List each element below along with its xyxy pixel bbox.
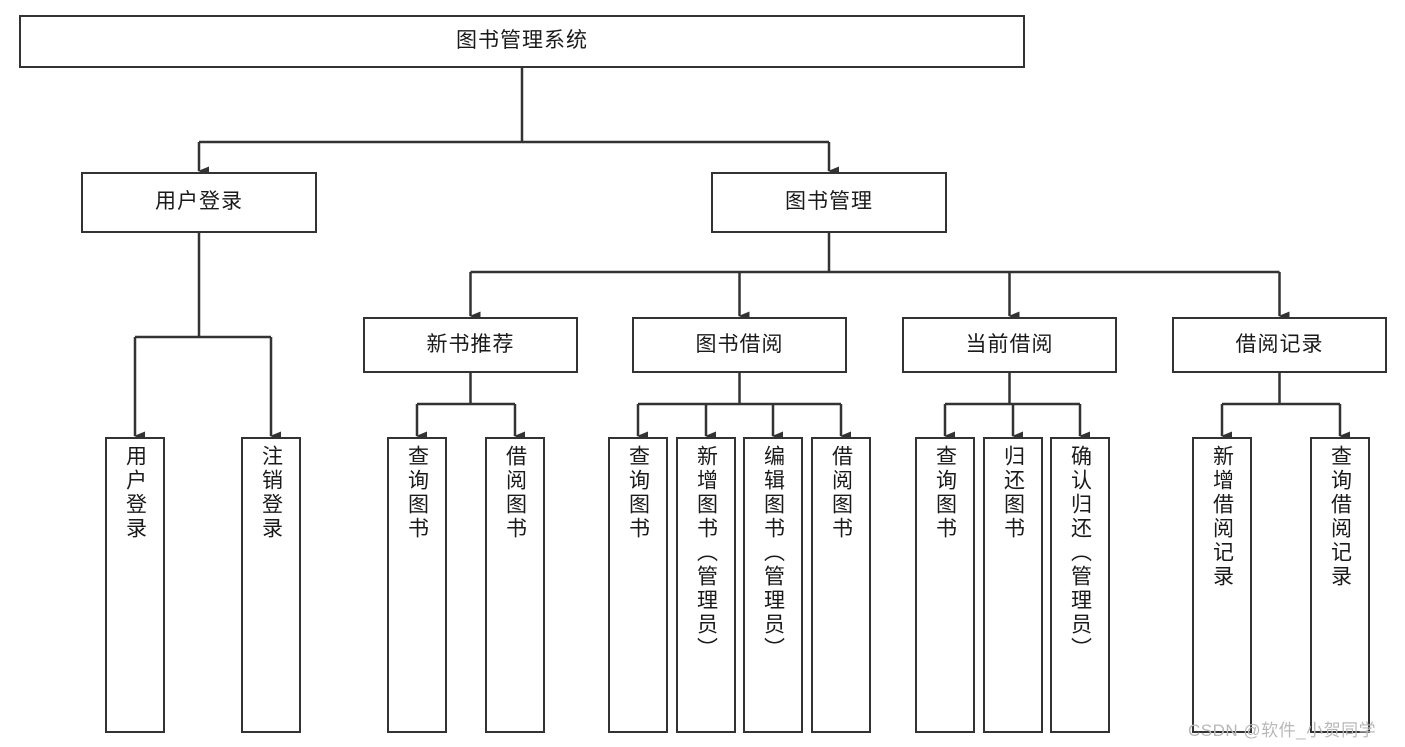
node-l2-book-borrow[interactable]: 图书借阅 bbox=[632, 317, 847, 373]
node-label-root: 图书管理系统 bbox=[456, 29, 588, 53]
node-l3-logout[interactable]: 注销登录 bbox=[241, 437, 301, 733]
node-label-l1-book-manage: 图书管理 bbox=[785, 190, 873, 214]
node-label-l2-new-book-rec: 新书推荐 bbox=[426, 332, 515, 356]
node-l3-user-login[interactable]: 用户登录 bbox=[105, 437, 165, 733]
node-label-l3-confirm-return: 确认归还（管理员） bbox=[1068, 445, 1092, 661]
node-label-l3-add-record: 新增借阅记录 bbox=[1210, 445, 1234, 589]
node-l2-borrow-record[interactable]: 借阅记录 bbox=[1172, 317, 1387, 373]
node-l3-add-book[interactable]: 新增图书（管理员） bbox=[676, 437, 736, 733]
node-label-l2-book-borrow: 图书借阅 bbox=[695, 332, 784, 356]
node-label-l3-query-book-3: 查询图书 bbox=[933, 445, 957, 541]
node-label-l3-borrow-book-2: 借阅图书 bbox=[829, 445, 853, 541]
connector-lines bbox=[133, 68, 1350, 441]
node-label-l3-query-book-2: 查询图书 bbox=[626, 445, 650, 541]
node-l3-query-book-2[interactable]: 查询图书 bbox=[608, 437, 668, 733]
node-l3-add-record[interactable]: 新增借阅记录 bbox=[1192, 437, 1252, 733]
node-l3-borrow-book-2[interactable]: 借阅图书 bbox=[811, 437, 871, 733]
node-l3-query-book-3[interactable]: 查询图书 bbox=[915, 437, 975, 733]
node-label-l3-user-login: 用户登录 bbox=[123, 445, 147, 541]
node-label-l3-add-book: 新增图书（管理员） bbox=[694, 445, 718, 661]
node-l3-query-book-1[interactable]: 查询图书 bbox=[387, 437, 447, 733]
node-l3-borrow-book-1[interactable]: 借阅图书 bbox=[485, 437, 545, 733]
node-label-l2-borrow-record: 借阅记录 bbox=[1235, 332, 1324, 356]
node-l3-edit-book[interactable]: 编辑图书（管理员） bbox=[743, 437, 803, 733]
node-label-l3-query-record: 查询借阅记录 bbox=[1328, 445, 1352, 589]
node-root[interactable]: 图书管理系统 bbox=[19, 15, 1025, 68]
node-l1-user-login[interactable]: 用户登录 bbox=[81, 172, 317, 233]
node-l3-return-book[interactable]: 归还图书 bbox=[983, 437, 1043, 733]
node-l2-new-book-rec[interactable]: 新书推荐 bbox=[363, 317, 578, 373]
node-label-l2-current-borrow: 当前借阅 bbox=[965, 332, 1054, 356]
node-l3-query-record[interactable]: 查询借阅记录 bbox=[1310, 437, 1370, 733]
node-l3-confirm-return[interactable]: 确认归还（管理员） bbox=[1050, 437, 1110, 733]
node-l2-current-borrow[interactable]: 当前借阅 bbox=[902, 317, 1117, 373]
node-l1-book-manage[interactable]: 图书管理 bbox=[711, 172, 947, 233]
node-label-l1-user-login: 用户登录 bbox=[155, 190, 243, 214]
node-label-l3-query-book-1: 查询图书 bbox=[405, 445, 429, 541]
node-label-l3-borrow-book-1: 借阅图书 bbox=[503, 445, 527, 541]
node-label-l3-logout: 注销登录 bbox=[259, 445, 283, 541]
node-label-l3-return-book: 归还图书 bbox=[1001, 445, 1025, 541]
node-label-l3-edit-book: 编辑图书（管理员） bbox=[761, 445, 785, 661]
